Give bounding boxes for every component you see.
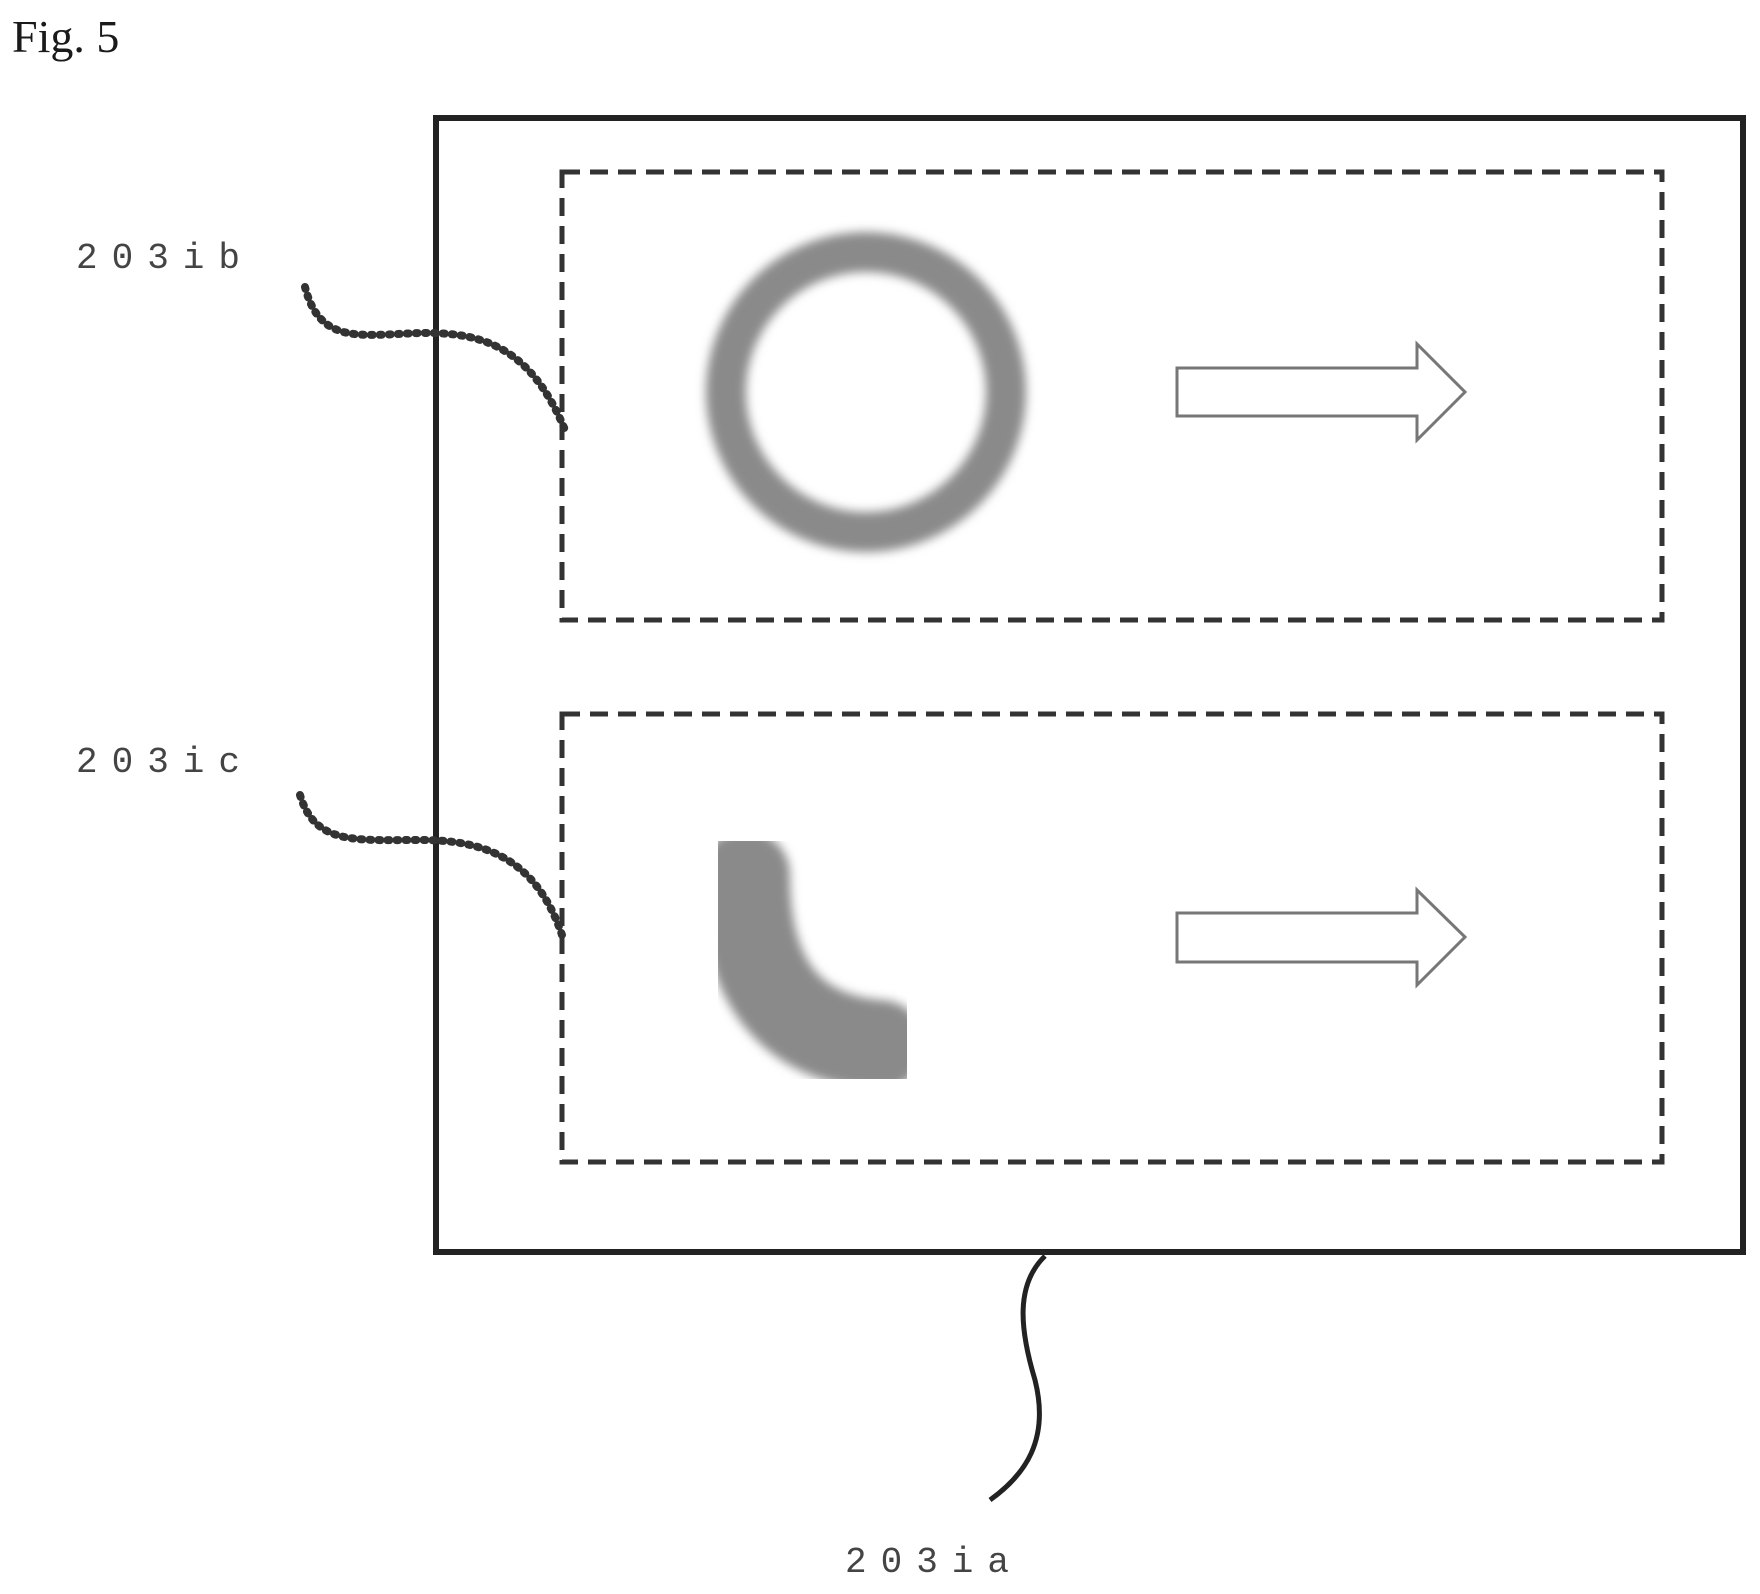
label-lower-region: 203ic	[76, 742, 254, 783]
lower-arrow-icon	[1177, 890, 1465, 985]
figure-title: Fig. 5	[12, 11, 119, 62]
upper-arrow-icon	[1177, 344, 1465, 440]
label-upper-region: 203ib	[76, 238, 254, 279]
frame-leader-line	[990, 1256, 1045, 1500]
outer-frame	[436, 118, 1743, 1252]
ring-shape	[726, 252, 1006, 532]
label-outer-frame: 203ia	[845, 1542, 1023, 1583]
crescent-shape	[745, 875, 880, 1045]
lower-leader-line	[300, 795, 562, 935]
